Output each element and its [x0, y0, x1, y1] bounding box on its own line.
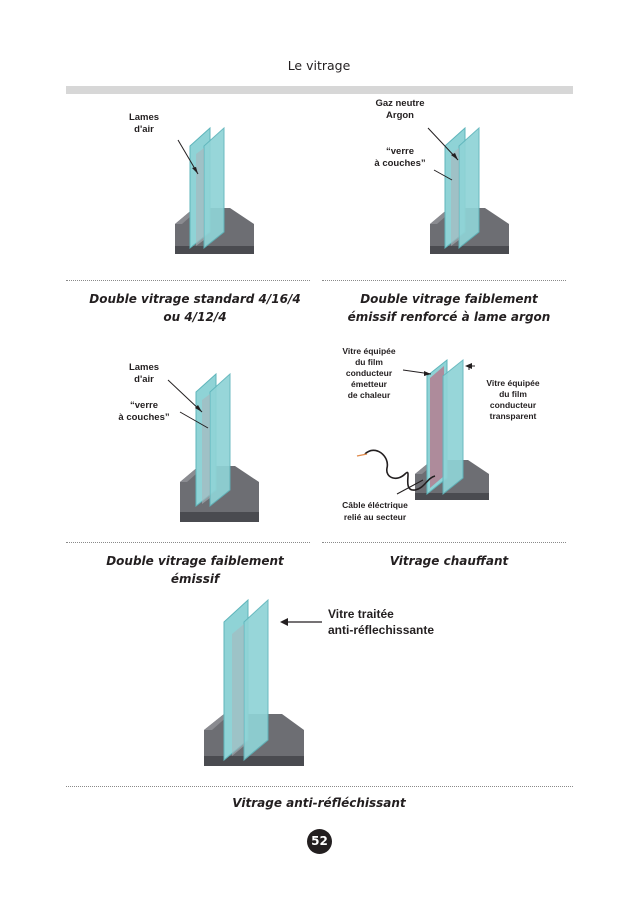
label-argon: Argon [386, 110, 414, 121]
label-verre: “verre [386, 146, 414, 157]
label-lames: Lames [129, 362, 159, 373]
label-a-couches: à couches” [118, 412, 169, 423]
label-du-film-2: du film [499, 389, 527, 399]
label-vitre-equipee-1: Vitre équipée [342, 346, 395, 356]
label-conducteur-1: conducteur [346, 368, 393, 378]
heated-glazing-illustration: Vitre équipée du film conducteur émetteu… [342, 346, 540, 522]
figure-anti-reflechissant: Vitre traitée anti-réflechissante [200, 594, 440, 774]
label-vitre-traitee: Vitre traitée [328, 607, 394, 621]
label-transparent: transparent [490, 411, 537, 421]
label-du-film-1: du film [355, 357, 383, 367]
header-bar [66, 86, 573, 94]
label-dair: d'air [134, 124, 154, 135]
label-emetteur: émetteur [351, 379, 388, 389]
label-verre: “verre [130, 400, 158, 411]
label-dair: d'air [134, 374, 154, 385]
double-glazing-coated-illustration: Lames d'air “verre à couches” [118, 362, 259, 522]
page-header-title: Le vitrage [287, 58, 351, 73]
label-cable-electrique: Câble éléctrique [342, 500, 408, 510]
figure-faiblement-emissif: Lames d'air “verre à couches” [112, 352, 282, 527]
label-de-chaleur: de chaleur [348, 390, 391, 400]
caption-anti-reflechissant: Vitrage anti-réfléchissant [232, 796, 406, 810]
caption-vitrage-chauffant: Vitrage chauffant [389, 554, 509, 568]
double-glazing-argon-illustration: Gaz neutre Argon “verre à couches” [374, 98, 509, 254]
label-gaz-neutre: Gaz neutre [375, 98, 424, 109]
caption-faiblement-emissif-argon: Double vitrage faiblement émissif renfor… [347, 292, 551, 324]
double-glazing-illustration: Lames d'air [129, 112, 254, 254]
separator-row-2 [66, 542, 310, 543]
caption-faiblement-emissif: Double vitrage faiblement émissif [106, 554, 284, 586]
page-number-badge: 52 [307, 829, 332, 854]
caption-double-vitrage-standard: Double vitrage standard 4/16/4 ou 4/12/4 [89, 292, 301, 324]
figure-double-vitrage-standard: Lames d'air [120, 104, 280, 264]
anti-reflective-glazing-illustration: Vitre traitée anti-réflechissante [204, 598, 434, 766]
separator-row-2b [322, 542, 566, 543]
label-anti-reflechissante: anti-réflechissante [328, 623, 434, 637]
label-a-couches: à couches” [374, 158, 425, 169]
label-lames: Lames [129, 112, 159, 123]
separator-row-1b [322, 280, 566, 281]
label-vitre-equipee-2: Vitre équipée [486, 378, 539, 388]
separator-row-1 [66, 280, 310, 281]
label-relie-au-secteur: relié au secteur [344, 512, 407, 522]
label-conducteur-2: conducteur [490, 400, 537, 410]
figure-faiblement-emissif-argon: Gaz neutre Argon “verre à couches” [370, 94, 540, 264]
separator-row-3 [66, 786, 573, 787]
figure-vitrage-chauffant: Vitre équipée du film conducteur émetteu… [335, 344, 565, 534]
